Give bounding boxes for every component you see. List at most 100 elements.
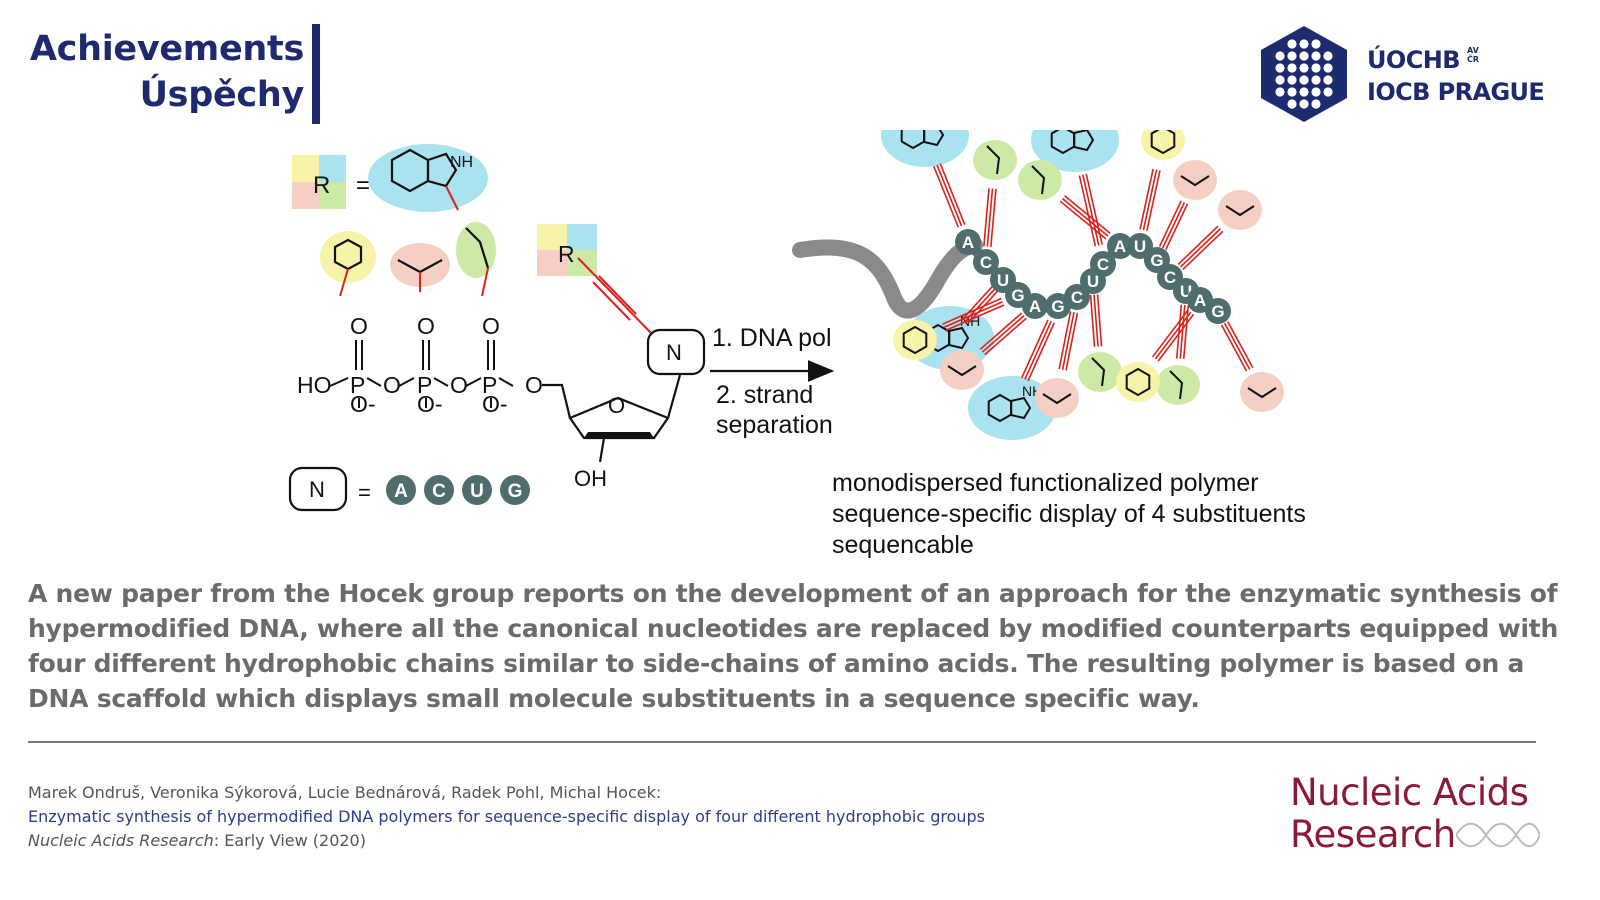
step1-label: 1. DNA pol <box>712 324 832 352</box>
isopropyl-substituent <box>940 350 984 390</box>
journal-name: Nucleic Acids Research <box>28 831 214 850</box>
alkyne-linker <box>1020 319 1049 379</box>
strand-nucleotide <box>955 229 981 255</box>
divider-rule <box>28 741 1536 743</box>
alkyne-linker <box>1223 322 1251 370</box>
citation-title[interactable]: Enzymatic synthesis of hypermodified DNA… <box>28 807 986 826</box>
alkyne-linker <box>1161 202 1186 249</box>
alkyne-linker <box>1175 304 1183 359</box>
isopropyl-substituent <box>1240 372 1284 412</box>
alkyne-linker <box>1059 200 1107 240</box>
nucleobase-circle <box>462 475 492 505</box>
anionic-oxygen-label: O- <box>417 391 443 417</box>
equals-sign-legend: = <box>358 480 371 505</box>
alkyne-linker <box>1182 305 1190 360</box>
product-caption: monodispersed functionalized polymer seq… <box>832 468 1306 561</box>
hydroxyl-label: OH <box>574 466 607 491</box>
isopropyl-structure <box>1225 205 1255 217</box>
alkyne-linker <box>1096 294 1103 347</box>
strand-nucleotide <box>1107 233 1133 259</box>
oxo-oxygen-label: O <box>417 313 435 339</box>
caption-line-2: sequence-specific display of 4 substitue… <box>832 500 1306 528</box>
alkyne-linker <box>1089 294 1096 347</box>
summary-paragraph: A new paper from the Hocek group reports… <box>28 579 1559 713</box>
logo-dot <box>1323 51 1333 61</box>
propyl-structure <box>1031 165 1046 195</box>
pyrrole-ring <box>948 326 970 350</box>
logo-dot <box>1323 87 1333 97</box>
logo-academy-mark: AV ČR <box>1467 46 1479 64</box>
logo-dot <box>1275 75 1285 85</box>
logo-dot <box>1311 63 1321 73</box>
logo-dot <box>1299 87 1309 97</box>
phosphorus-label: P <box>350 372 365 398</box>
alkyne-linker <box>990 188 997 248</box>
sugar-ring-structure: O OH <box>542 374 682 491</box>
logo-dot <box>1275 63 1285 73</box>
pyrrole-ring <box>923 130 945 147</box>
heading-czech: Úspěchy <box>139 75 305 115</box>
logo-dot <box>1299 51 1309 61</box>
bridging-oxygen-label: O <box>383 372 401 398</box>
logo-line-iocb: IOCB PRAGUE <box>1367 78 1545 106</box>
logo-dot <box>1299 63 1309 73</box>
equals-sign: = <box>356 172 370 199</box>
alkyne-linker <box>943 301 1003 329</box>
indole-substituent-icon: NH <box>368 144 488 212</box>
alkyne-linker <box>1061 311 1075 370</box>
alkyne-linker <box>939 163 966 225</box>
strand-letter: C <box>1164 268 1176 287</box>
oxo-oxygen-label: O <box>482 313 500 339</box>
alkyne-linker <box>1177 225 1219 265</box>
logo-dot <box>1287 99 1297 109</box>
ring-structure <box>1150 130 1176 155</box>
achievements-heading: Achievements Úspěchy <box>30 26 304 118</box>
alkyne-linker <box>979 312 1023 351</box>
modified-nucleobase: R N <box>537 224 706 376</box>
alkyne-linker <box>986 188 994 247</box>
alkyne-linker <box>1027 322 1056 382</box>
strand-letter: C <box>1097 255 1109 274</box>
propyl-substituent-icon <box>456 222 496 297</box>
strand-letter: A <box>1114 237 1126 256</box>
alkyne-linker <box>1182 230 1224 271</box>
alkyne-linker <box>983 188 990 247</box>
strand-letter: C <box>1071 288 1083 307</box>
indole-substituent <box>1031 130 1119 172</box>
o-label-link: O <box>525 372 543 398</box>
phenyl-substituent <box>893 320 937 360</box>
nar-logo-line2: Research <box>1290 813 1456 856</box>
strand-letter: G <box>1150 251 1163 270</box>
logo-dot <box>1287 63 1297 73</box>
isopropyl-substituent-icon <box>390 243 450 292</box>
alkyne-linker <box>1165 203 1189 250</box>
isopropyl-structure <box>947 365 977 377</box>
alkyne-linker <box>942 297 1002 325</box>
logo-sub-cr: ČR <box>1467 55 1480 64</box>
phenyl-substituent <box>1141 130 1185 160</box>
alkyne-linker <box>936 164 963 227</box>
oxo-oxygen-label: O <box>350 313 368 339</box>
logo-dot <box>1275 87 1285 97</box>
iocb-logo-text: ÚOCHB IOCB PRAGUE <box>1367 44 1545 108</box>
logo-dot <box>1299 39 1309 49</box>
alkyne-linker <box>1142 169 1158 231</box>
pyrrole-ring <box>1010 396 1032 420</box>
n-label-base: N <box>666 340 682 365</box>
citation-block: Marek Ondruš, Veronika Sýkorová, Lucie B… <box>28 781 985 853</box>
strand-nucleotide <box>973 249 999 275</box>
anionic-oxygen-label: O- <box>482 391 508 417</box>
alkyne-linker <box>1226 321 1254 369</box>
alkyne-linker <box>1064 195 1111 235</box>
logo-dot <box>1299 99 1309 109</box>
nucleobase-letter: G <box>508 481 523 502</box>
logo-dot <box>1311 51 1321 61</box>
ring-structure <box>1125 367 1151 397</box>
caption-line-1: monodispersed functionalized polymer <box>832 469 1259 497</box>
citation-authors: Marek Ondruš, Veronika Sýkorová, Lucie B… <box>28 783 662 802</box>
alkyne-linker <box>1093 294 1099 347</box>
phenyl-substituent <box>1116 362 1160 402</box>
alkyne-linker <box>1220 324 1248 372</box>
strand-letter: C <box>980 253 992 272</box>
